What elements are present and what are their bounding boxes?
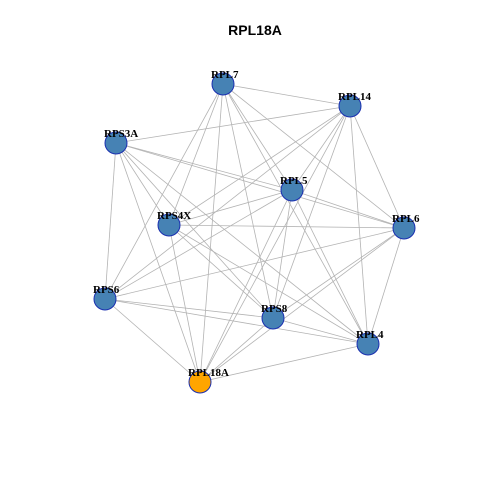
node-rps6[interactable] (93, 287, 117, 311)
edge-rps3a-rpl6 (115, 142, 405, 229)
node-rps3a[interactable] (104, 131, 128, 155)
edge-rpl7-rpl5 (222, 83, 293, 191)
edge-rpl5-rps8 (272, 189, 293, 319)
node-label-rpl5: RPL5 (280, 175, 308, 187)
node-rpl5[interactable] (280, 178, 304, 202)
node-label-rpl6: RPL6 (392, 213, 420, 225)
edge-rpl7-rps6 (104, 83, 224, 300)
edge-rps3a-rps4x (115, 142, 170, 226)
edge-rpl14-rpl18a (199, 105, 351, 383)
edge-rpl6-rps8 (272, 227, 405, 319)
edge-rpl14-rps3a (115, 105, 351, 144)
edge-rps3a-rpl4 (115, 142, 369, 345)
node-rpl6[interactable] (392, 216, 416, 240)
edge-rpl5-rpl6 (291, 189, 405, 229)
edge-rpl7-rpl18a (199, 83, 224, 383)
edge-rpl5-rps6 (104, 189, 293, 300)
edge-rps3a-rpl5 (115, 142, 293, 191)
node-group (93, 72, 416, 394)
node-rpl18a[interactable] (188, 370, 212, 394)
node-label-rpl7: RPL7 (211, 69, 239, 81)
edge-rpl14-rps4x (168, 105, 351, 226)
node-label-rps3a: RPS3A (104, 128, 138, 140)
edge-rpl14-rpl4 (349, 105, 369, 345)
edge-rps3a-rps6 (104, 142, 117, 300)
edge-group (104, 83, 405, 383)
edge-rpl14-rpl5 (291, 105, 351, 191)
edge-rpl5-rpl4 (291, 189, 369, 345)
edge-rpl7-rps8 (222, 83, 274, 319)
node-rps4x[interactable] (157, 213, 181, 237)
edge-rpl6-rpl18a (199, 227, 405, 383)
node-rpl7[interactable] (211, 72, 235, 96)
node-label-rps8: RPS8 (261, 303, 288, 315)
node-label-rps6: RPS6 (93, 284, 120, 296)
graph-title: RPL18A (228, 22, 282, 38)
edge-rpl14-rps8 (272, 105, 351, 319)
node-label-rps4x: RPS4X (157, 210, 191, 222)
node-label-rpl4: RPL4 (356, 329, 384, 341)
edge-rpl6-rps6 (104, 227, 405, 300)
edge-rpl5-rpl18a (199, 189, 293, 383)
node-rpl4[interactable] (356, 332, 380, 356)
edge-rps3a-rps8 (115, 142, 274, 319)
edge-rpl7-rpl6 (222, 83, 405, 229)
edge-rps6-rpl4 (104, 298, 369, 345)
node-label-rpl14: RPL14 (338, 91, 372, 103)
edge-rps4x-rpl6 (168, 224, 405, 229)
edge-rps8-rpl18a (199, 317, 274, 383)
edge-rps4x-rpl18a (168, 224, 201, 383)
node-label-rpl18a: RPL18A (188, 367, 229, 379)
edge-rpl5-rps4x (168, 189, 293, 226)
edge-rpl7-rpl14 (222, 83, 351, 107)
edge-rpl7-rps4x (168, 83, 224, 226)
edge-rps6-rpl18a (104, 298, 201, 383)
edge-rpl6-rpl4 (367, 227, 405, 345)
node-rps8[interactable] (261, 306, 285, 330)
edge-rps6-rps8 (104, 298, 274, 319)
node-rpl14[interactable] (338, 94, 362, 118)
edge-rpl4-rpl18a (199, 343, 369, 383)
edge-rps3a-rpl18a (115, 142, 201, 383)
edge-rpl14-rpl6 (349, 105, 405, 229)
edge-rps4x-rpl4 (168, 224, 369, 345)
edge-rps8-rpl4 (272, 317, 369, 345)
edge-rpl7-rpl4 (222, 83, 369, 345)
edge-rpl14-rps6 (104, 105, 351, 300)
